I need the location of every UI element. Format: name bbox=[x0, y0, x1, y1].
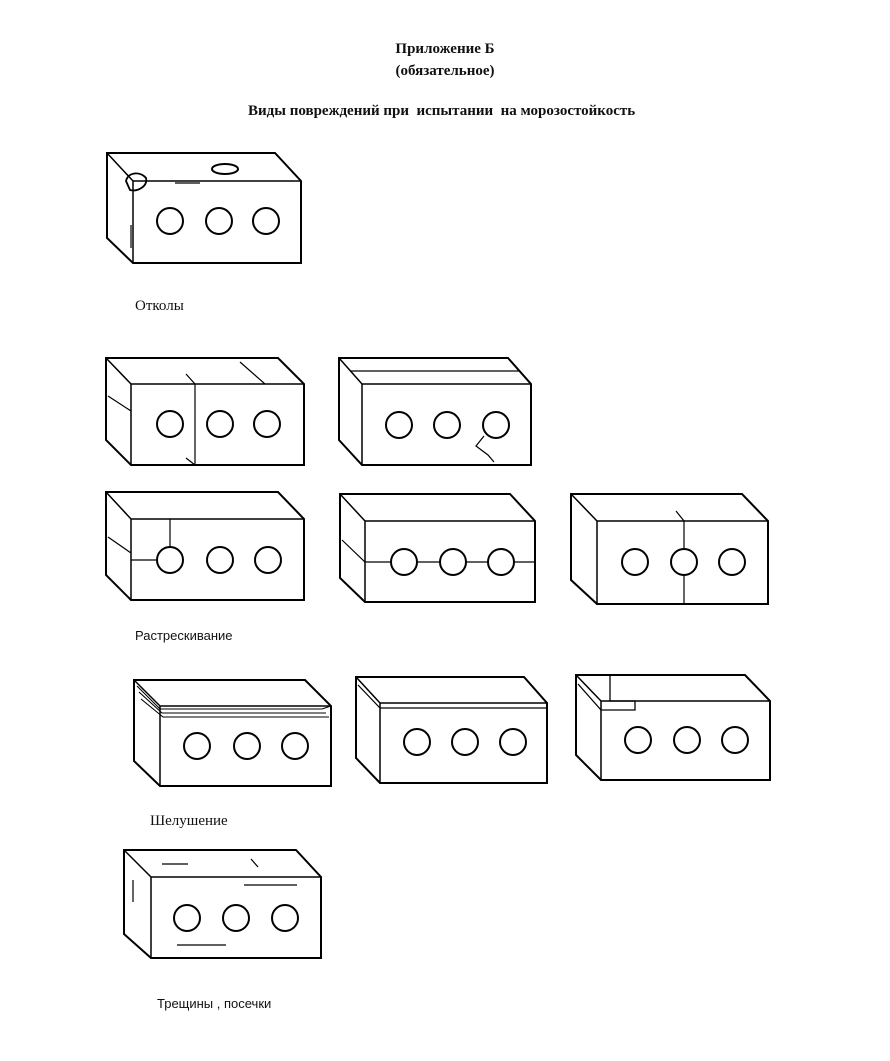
brick-outline bbox=[355, 676, 548, 784]
brick-hole bbox=[385, 411, 413, 439]
crack-line bbox=[107, 361, 266, 466]
brick-hole bbox=[233, 732, 261, 760]
brick-hole bbox=[718, 548, 746, 576]
crack-line bbox=[341, 539, 535, 563]
brick-edges bbox=[106, 152, 301, 263]
brick-hole bbox=[439, 548, 467, 576]
crack-line bbox=[350, 370, 520, 463]
brick-hole bbox=[670, 548, 698, 576]
brick-hole bbox=[271, 904, 299, 932]
brick-edges bbox=[105, 357, 304, 465]
brick-outline bbox=[123, 849, 322, 959]
brick-figure-crack-3 bbox=[105, 491, 305, 601]
brick-outline bbox=[133, 679, 332, 787]
brick-hole bbox=[206, 546, 234, 574]
brick-hole bbox=[156, 410, 184, 438]
brick-figure-chips bbox=[106, 152, 302, 264]
brick-hole bbox=[156, 207, 184, 235]
appendix-note: (обязательное) bbox=[395, 63, 495, 79]
brick-figure-crack-1 bbox=[105, 357, 305, 466]
brick-outline bbox=[105, 491, 305, 601]
brick-hole bbox=[390, 548, 418, 576]
brick-hole bbox=[499, 728, 527, 756]
caption-fissures: Трещины , посечки bbox=[157, 996, 272, 1011]
brick-hole bbox=[482, 411, 510, 439]
brick-hole bbox=[487, 548, 515, 576]
brick-edges bbox=[355, 676, 547, 783]
document-heading: Виды повреждений при испытании на морозо… bbox=[248, 103, 636, 119]
chip-mark bbox=[211, 163, 239, 175]
caption-cracking: Растрескивание bbox=[135, 628, 233, 643]
brick-hole bbox=[183, 732, 211, 760]
brick-edges bbox=[338, 357, 531, 465]
brick-outline bbox=[339, 493, 536, 603]
crack-line bbox=[107, 519, 171, 561]
brick-outline bbox=[106, 152, 302, 264]
brick-figure-peel-3 bbox=[575, 674, 771, 781]
brick-hole bbox=[281, 732, 309, 760]
brick-hole bbox=[205, 207, 233, 235]
brick-outline bbox=[575, 674, 771, 781]
brick-outline bbox=[570, 493, 769, 605]
brick-hole bbox=[254, 546, 282, 574]
brick-hole bbox=[156, 546, 184, 574]
brick-edges bbox=[123, 849, 321, 958]
chip-mark bbox=[125, 172, 148, 192]
brick-hole bbox=[252, 207, 280, 235]
peel-layer bbox=[577, 675, 636, 711]
brick-figure-crack-5 bbox=[570, 493, 769, 605]
brick-hole bbox=[624, 726, 652, 754]
caption-chips: Отколы bbox=[135, 298, 184, 314]
brick-edges bbox=[570, 493, 768, 604]
brick-outline bbox=[105, 357, 305, 466]
brick-hole bbox=[222, 904, 250, 932]
brick-figure-crack-2 bbox=[338, 357, 532, 466]
brick-figure-crack-4 bbox=[339, 493, 536, 603]
brick-hole bbox=[621, 548, 649, 576]
brick-figure-fissures bbox=[123, 849, 322, 959]
brick-edges bbox=[105, 491, 304, 600]
crack-line bbox=[675, 510, 685, 604]
brick-hole bbox=[403, 728, 431, 756]
brick-hole bbox=[206, 410, 234, 438]
appendix-title: Приложение Б bbox=[395, 41, 495, 57]
brick-edges bbox=[339, 493, 535, 602]
brick-figure-peel-2 bbox=[355, 676, 548, 784]
peel-layer bbox=[136, 685, 332, 718]
peel-layer bbox=[357, 684, 547, 709]
brick-hole bbox=[433, 411, 461, 439]
fissure-mark bbox=[132, 858, 297, 946]
brick-hole bbox=[721, 726, 749, 754]
caption-peeling: Шелушение bbox=[150, 813, 228, 829]
brick-hole bbox=[173, 904, 201, 932]
brick-hole bbox=[451, 728, 479, 756]
brick-edges bbox=[133, 679, 331, 786]
brick-outline bbox=[338, 357, 532, 466]
brick-hole bbox=[673, 726, 701, 754]
brick-hole bbox=[253, 410, 281, 438]
brick-figure-peel-1 bbox=[133, 679, 332, 787]
